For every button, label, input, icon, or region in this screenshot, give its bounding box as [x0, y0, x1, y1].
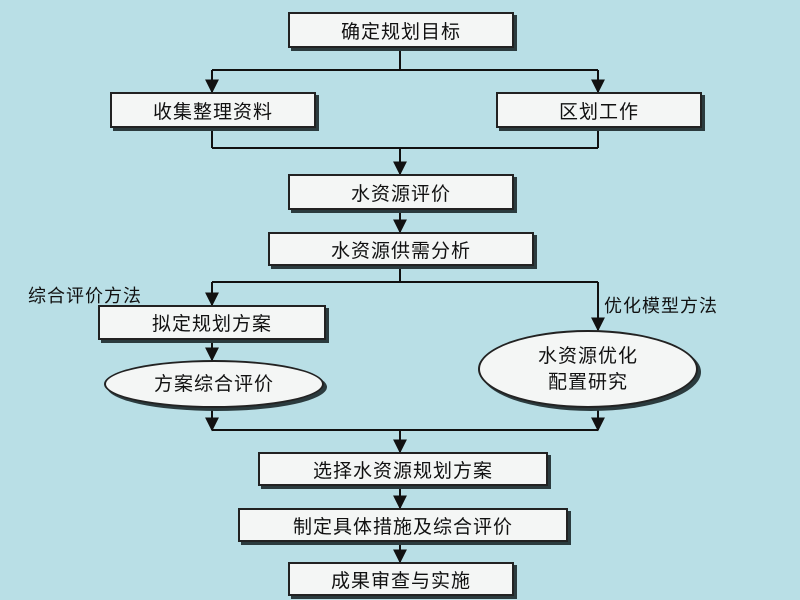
optimize-line-2: 配置研究: [547, 371, 628, 393]
node-optimize-allocation: 水资源优化 配置研究: [478, 330, 698, 408]
node-supply-demand: 水资源供需分析: [268, 232, 534, 266]
node-evaluation: 水资源评价: [288, 174, 514, 210]
node-zoning-work: 区划工作: [496, 92, 702, 128]
optimize-line-1: 水资源优化: [537, 345, 638, 367]
node-goal: 确定规划目标: [288, 12, 514, 48]
node-review: 成果审查与实施: [288, 562, 514, 596]
node-select-plan: 选择水资源规划方案: [258, 452, 548, 486]
node-measures: 制定具体措施及综合评价: [238, 508, 568, 542]
node-plan-evaluation: 方案综合评价: [104, 360, 324, 408]
node-draft-plan: 拟定规划方案: [98, 305, 326, 340]
label-method-right: 优化模型方法: [604, 296, 718, 317]
label-method-left: 综合评价方法: [28, 286, 142, 307]
node-collect-data: 收集整理资料: [110, 92, 316, 128]
